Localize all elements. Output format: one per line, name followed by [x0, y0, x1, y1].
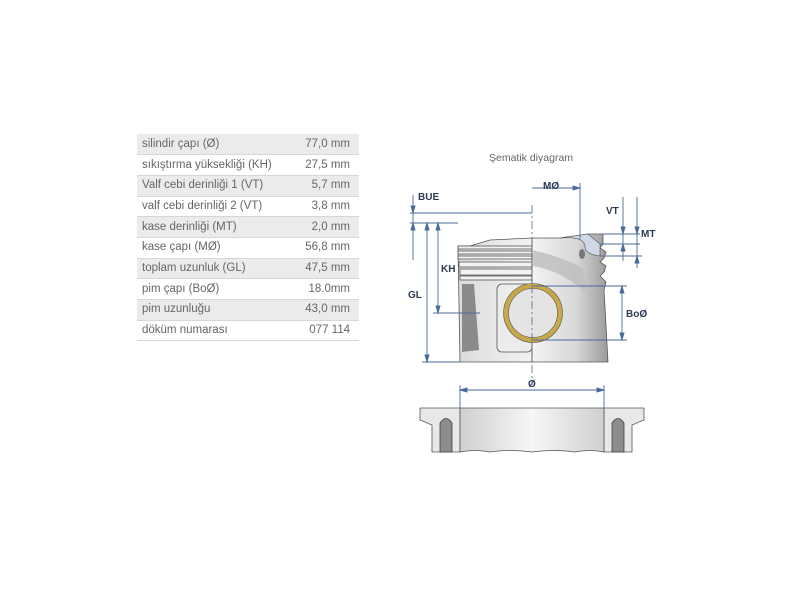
- spec-label: kase çapı (MØ): [137, 237, 294, 259]
- label-gl: GL: [408, 290, 422, 301]
- diagram-title: Şematik diyagram: [489, 152, 574, 164]
- spec-value: 077 114: [293, 320, 359, 342]
- label-kh: KH: [441, 264, 455, 275]
- spec-value: 27,5 mm: [293, 154, 359, 176]
- dimension-lines: [410, 183, 642, 438]
- label-boo: BoØ: [626, 309, 647, 320]
- piston-schematic-diagram: BUE MØ VT MT KH GL BoØ Ø: [408, 181, 655, 453]
- spec-label: silindir çapı (Ø): [137, 134, 294, 156]
- table-row: silindir çapı (Ø)77,0 mm: [137, 134, 359, 156]
- spec-value: 5,7 mm: [293, 175, 359, 197]
- spec-value: 43,0 mm: [293, 299, 359, 321]
- spec-label: valf cebi derinliği 2 (VT): [137, 196, 294, 218]
- table-row: pim çapı (BoØ)18.0mm: [137, 278, 359, 300]
- spec-label: toplam uzunluk (GL): [137, 258, 294, 280]
- table-row: toplam uzunluk (GL)47,5 mm: [137, 258, 359, 280]
- spec-value: 47,5 mm: [293, 258, 359, 280]
- spec-label: pim uzunluğu: [137, 299, 294, 321]
- label-diameter: Ø: [528, 379, 536, 390]
- spec-label: kase derinliği (MT): [137, 216, 294, 238]
- spec-value: 77,0 mm: [293, 134, 359, 156]
- label-vt: VT: [606, 206, 619, 217]
- table-row: kase çapı (MØ)56,8 mm: [137, 237, 359, 259]
- piston-pin: [503, 283, 563, 343]
- spec-label: Valf cebi derinliği 1 (VT): [137, 175, 294, 197]
- table-row: sıkıştırma yüksekliği (KH)27,5 mm: [137, 154, 359, 176]
- label-bue: BUE: [418, 192, 439, 203]
- table-row: valf cebi derinliği 2 (VT)3,8 mm: [137, 196, 359, 218]
- label-mt: MT: [641, 229, 655, 240]
- table-row: kase derinliği (MT)2,0 mm: [137, 216, 359, 238]
- spec-value: 2,0 mm: [293, 216, 359, 238]
- spec-value: 56,8 mm: [293, 237, 359, 259]
- table-row: Valf cebi derinliği 1 (VT)5,7 mm: [137, 175, 359, 197]
- label-mo: MØ: [543, 181, 559, 192]
- spec-label: pim çapı (BoØ): [137, 278, 294, 300]
- piston-top-section: [419, 407, 645, 453]
- piston-left-half: [457, 237, 533, 363]
- spec-label: döküm numarası: [137, 320, 294, 342]
- spec-table: silindir çapı (Ø)77,0 mm sıkıştırma yüks…: [137, 134, 359, 342]
- spec-value: 18.0mm: [293, 278, 359, 300]
- spec-value: 3,8 mm: [293, 196, 359, 218]
- spec-label: sıkıştırma yüksekliği (KH): [137, 154, 294, 176]
